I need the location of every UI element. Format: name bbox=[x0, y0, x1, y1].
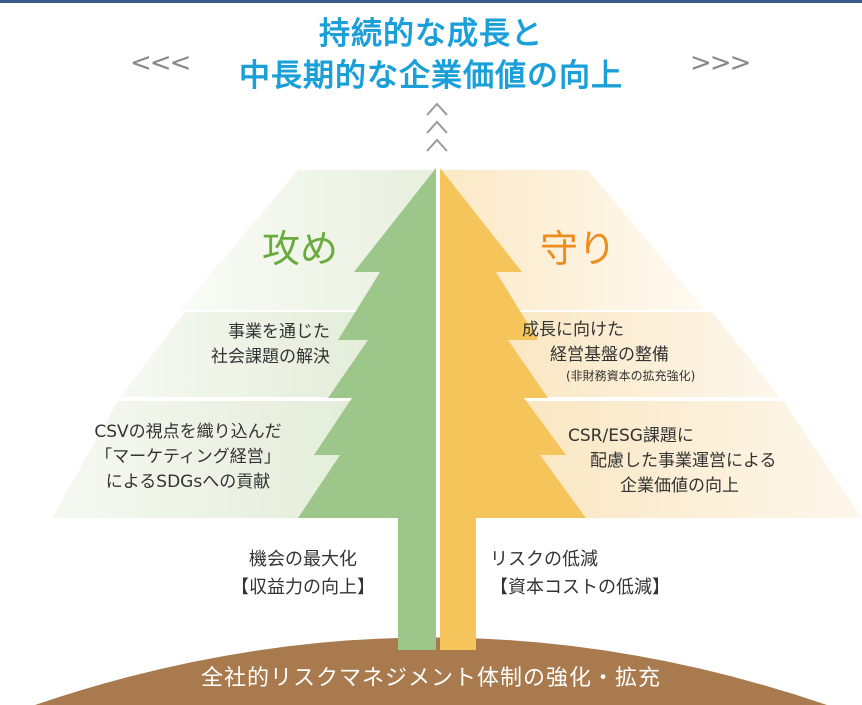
ground-mound bbox=[35, 637, 827, 705]
defense-item-1: 成長に向けた 経営基盤の整備 (非財務資本の拡充強化) bbox=[522, 318, 695, 384]
defense-item-1-line-3: (非財務資本の拡充強化) bbox=[566, 369, 696, 383]
title-line-1: 持続的な成長と bbox=[319, 16, 543, 52]
left-chevrons-icon: <<< bbox=[130, 48, 191, 78]
attack-heading: 攻め bbox=[262, 227, 339, 271]
defense-trunk-line-1: リスクの低減 bbox=[490, 549, 598, 570]
defense-heading: 守り bbox=[540, 227, 617, 271]
attack-top-panel bbox=[180, 170, 436, 310]
defense-item-2: CSR/ESG課題に 配慮した事業運営による 企業価値の向上 bbox=[568, 424, 777, 499]
attack-item-1-line-2: 社会課題の解決 bbox=[211, 347, 330, 367]
defense-trunk-line-2: 【資本コストの低減】 bbox=[490, 577, 670, 598]
foundation-label: 全社的リスクマネジメント体制の強化・拡充 bbox=[200, 666, 661, 691]
attack-item-2-line-1: CSVの視点を織り込んだ bbox=[94, 422, 282, 442]
defense-item-2-line-1: CSR/ESG課題に bbox=[568, 426, 694, 446]
attack-item-1-line-1: 事業を通じた bbox=[228, 322, 330, 342]
defense-top-panel bbox=[440, 170, 705, 310]
attack-item-2-line-3: によるSDGsへの貢献 bbox=[105, 472, 271, 492]
yellow-tree bbox=[440, 168, 586, 650]
attack-item-2-line-2: 「マーケティング経営」 bbox=[95, 447, 281, 467]
attack-trunk-label: 機会の最大化 【収益力の向上】 bbox=[214, 546, 392, 602]
defense-item-2-line-3: 企業価値の向上 bbox=[620, 476, 739, 496]
attack-item-2: CSVの視点を織り込んだ 「マーケティング経営」 によるSDGsへの貢献 bbox=[74, 420, 302, 495]
title-line-2: 中長期的な企業価値の向上 bbox=[239, 58, 623, 94]
attack-item-1: 事業を通じた 社会課題の解決 bbox=[190, 320, 330, 370]
defense-trunk-label: リスクの低減 【資本コストの低減】 bbox=[490, 546, 670, 602]
attack-trunk-line-2: 【収益力の向上】 bbox=[231, 577, 375, 598]
up-chevrons-icon bbox=[426, 102, 448, 152]
top-border bbox=[0, 0, 862, 3]
green-tree bbox=[298, 168, 436, 650]
attack-trunk-line-1: 機会の最大化 bbox=[249, 549, 357, 570]
right-chevrons-icon: >>> bbox=[690, 48, 751, 78]
defense-item-2-line-2: 配慮した事業運営による bbox=[590, 451, 777, 471]
defense-item-1-line-2: 経営基盤の整備 bbox=[550, 345, 669, 365]
defense-item-1-line-1: 成長に向けた bbox=[522, 320, 624, 340]
